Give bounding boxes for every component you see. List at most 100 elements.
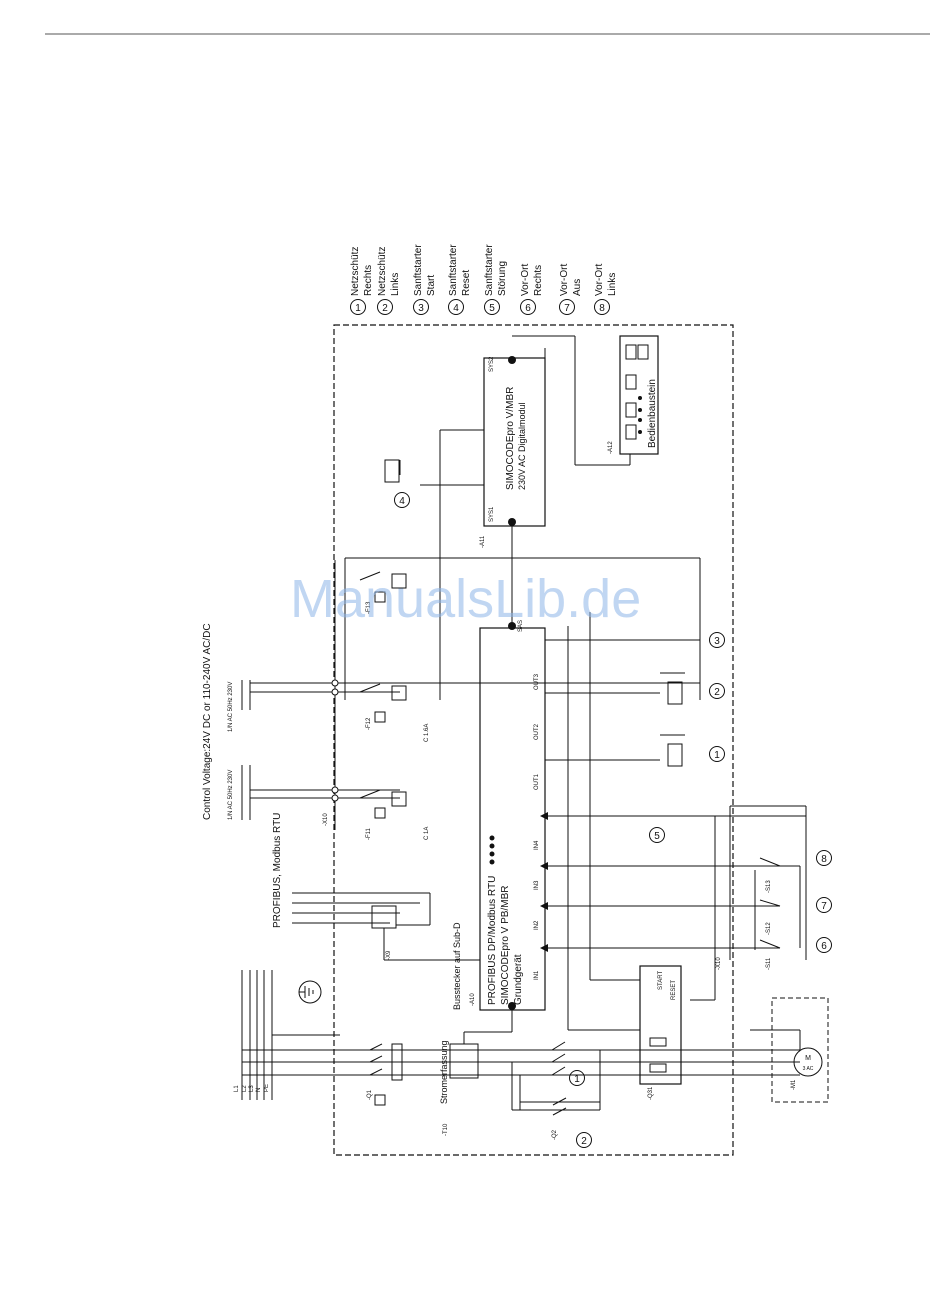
label-n: N <box>256 1088 262 1092</box>
ref-a10: -A10 <box>470 993 476 1006</box>
svg-text:7: 7 <box>821 901 827 912</box>
svg-text:Vor-Ort: Vor-Ort <box>594 264 605 296</box>
svg-text:IN1: IN1 <box>534 970 540 980</box>
circle-ref-4: 4 <box>394 492 410 508</box>
svg-text:230V AC Digitalmodul: 230V AC Digitalmodul <box>517 402 527 490</box>
supply-lines <box>241 680 800 1100</box>
svg-text:1: 1 <box>355 303 361 314</box>
svg-text:M: M <box>805 1055 811 1062</box>
svg-text:Störung: Störung <box>497 261 508 296</box>
ref-q2: -Q2 <box>552 1129 558 1140</box>
main-switch-q1 <box>369 1043 403 1106</box>
profibus-connector <box>292 892 480 961</box>
svg-text:Links: Links <box>390 273 401 296</box>
svg-text:1: 1 <box>574 1074 580 1085</box>
pushbuttons <box>754 857 801 950</box>
ref-s13: -S13 <box>766 880 772 893</box>
svg-text:Grundgerät: Grundgerät <box>513 954 524 1005</box>
svg-text:Rechts: Rechts <box>363 265 374 296</box>
circle-ref-6: 6 <box>816 937 832 953</box>
control-bus <box>331 557 701 830</box>
fuse-f11-rating: C 1A <box>424 827 430 840</box>
ref-f13: -F13 <box>366 601 372 614</box>
legend: 1 Netzschütz Rechts 2 Netzschütz Links 3… <box>350 244 618 315</box>
svg-text:Aus: Aus <box>572 279 583 296</box>
circle-ref-3: 3 <box>709 632 725 648</box>
motor-icon: M 3 AC <box>793 1047 823 1077</box>
svg-text:6: 6 <box>821 941 827 952</box>
ref-x10-b: -X10 <box>716 957 722 970</box>
ref-a11: -A11 <box>480 535 486 548</box>
fuse-f12-rating: C 1.6A <box>424 724 430 742</box>
svg-text:Vor-Ort: Vor-Ort <box>520 264 531 296</box>
svg-text:OUT3: OUT3 <box>534 673 540 690</box>
ref-q31: -Q31 <box>648 1086 654 1100</box>
svg-text:RESET: RESET <box>671 980 677 1000</box>
stromerfassung-label: Stromerfassung <box>439 1040 449 1104</box>
cabinet-border <box>333 324 734 1156</box>
ref-q1: -Q1 <box>367 1089 373 1100</box>
profibus-label: PROFIBUS, Modbus RTU <box>272 813 283 928</box>
svg-text:IN4: IN4 <box>534 840 540 850</box>
supply-1-label: 1/N AC 50Hz 230V <box>228 682 234 732</box>
svg-text:Sanftstarter: Sanftstarter <box>448 244 459 296</box>
ref-t10: -T10 <box>443 1123 449 1136</box>
mcb-f13 <box>359 571 407 603</box>
svg-text:OUT2: OUT2 <box>534 723 540 740</box>
circle-ref-5: 5 <box>649 827 665 843</box>
circle-ref-1: 1 <box>709 746 725 762</box>
svg-text:Netzschütz: Netzschütz <box>377 247 388 296</box>
svg-text:Reset: Reset <box>461 270 472 296</box>
svg-text:START: START <box>658 971 664 990</box>
svg-text:5: 5 <box>654 831 660 842</box>
ref-x9: -X9 <box>386 950 392 960</box>
label-l3: L3 <box>249 1085 255 1092</box>
legend-item-4: 4 Sanftstarter Reset <box>448 244 472 315</box>
busstecker-label: Busstecker auf Sub-D <box>452 922 462 1010</box>
svg-text:OUT1: OUT1 <box>534 773 540 790</box>
svg-text:1: 1 <box>714 750 720 761</box>
ref-f11: -F11 <box>366 827 372 840</box>
ref-a12: -A12 <box>608 441 614 454</box>
svg-text:PROFIBUS DP/Modbus RTU: PROFIBUS DP/Modbus RTU <box>487 876 498 1005</box>
ref-m1: -M1 <box>791 1079 797 1090</box>
supply-2-label: 1/N AC 50Hz 230V <box>228 770 234 820</box>
svg-text:Sanftstarter: Sanftstarter <box>484 244 495 296</box>
svg-text:8: 8 <box>821 854 827 865</box>
coil-q1 <box>660 734 685 767</box>
svg-text:Links: Links <box>607 273 618 296</box>
digital-module: SIMOCODEpro V/MBR 230V AC Digitalmodul S… <box>483 356 546 527</box>
svg-text:SYS2: SYS2 <box>489 356 495 372</box>
circle-ref-q1: 1 <box>569 1070 585 1086</box>
svg-text:7: 7 <box>564 303 570 314</box>
ground-icon <box>298 980 322 1004</box>
legend-item-2: 2 Netzschütz Links <box>377 247 401 315</box>
svg-text:IN2: IN2 <box>534 920 540 930</box>
svg-text:3: 3 <box>418 303 424 314</box>
svg-text:IN3: IN3 <box>534 880 540 890</box>
input-diodes <box>540 812 548 952</box>
ref-s12: -S12 <box>766 922 772 935</box>
ref-x10: -X10 <box>323 813 329 826</box>
legend-item-3: 3 Sanftstarter Start <box>413 244 437 315</box>
contactor-switches <box>511 1041 601 1116</box>
simocode-base-unit: PROFIBUS DP/Modbus RTU SIMOCODEpro V PB/… <box>479 620 546 1011</box>
svg-text:Sanftstarter: Sanftstarter <box>413 244 424 296</box>
svg-text:SIMOCODEpro V PB/MBR: SIMOCODEpro V PB/MBR <box>500 886 511 1005</box>
svg-text:4: 4 <box>453 303 459 314</box>
ref-f12: -F12 <box>366 717 372 730</box>
circle-ref-7: 7 <box>816 897 832 913</box>
svg-text:3: 3 <box>714 636 720 647</box>
mcb-f11 <box>359 789 407 819</box>
circle-ref-8: 8 <box>816 850 832 866</box>
ref-s11: -S11 <box>766 957 772 970</box>
legend-item-6: 6 Vor-Ort Rechts <box>520 264 544 315</box>
control-voltage-label: Control Voltage:24V DC or 110-240V AC/DC <box>202 623 213 820</box>
svg-text:6: 6 <box>525 303 531 314</box>
label-l1: L1 <box>234 1085 240 1092</box>
label-pe: PE <box>264 1084 270 1092</box>
control-wiring <box>399 335 807 1031</box>
svg-text:SIMOCODEpro V/MBR: SIMOCODEpro V/MBR <box>505 387 516 490</box>
soft-starter: START RESET <box>639 965 682 1085</box>
circle-ref-2: 2 <box>709 683 725 699</box>
